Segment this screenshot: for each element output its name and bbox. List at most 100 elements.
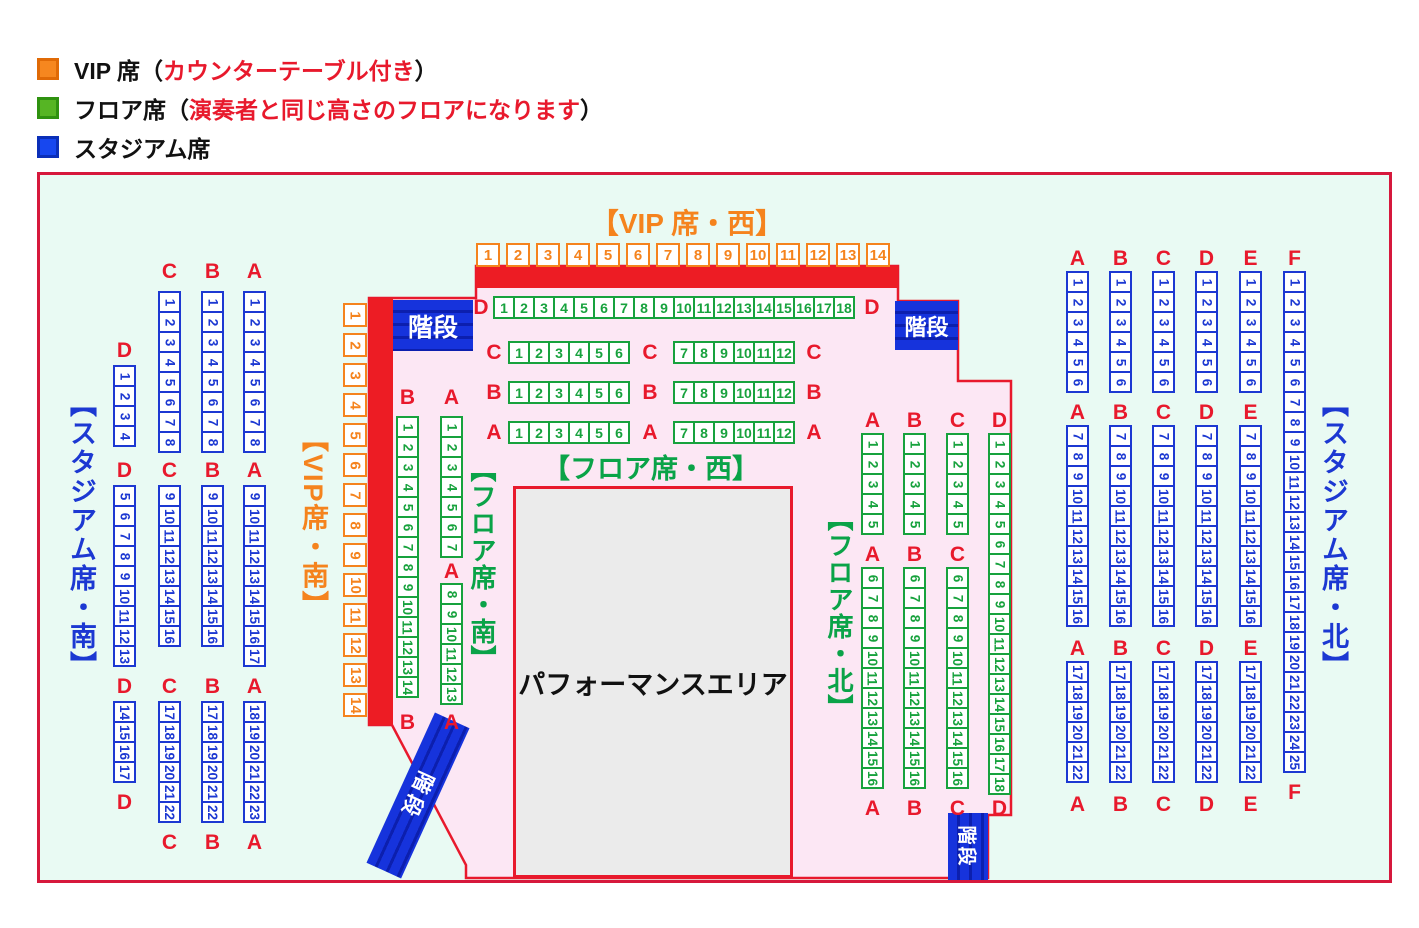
stadium-north-F-1-25-seat-21: 21 — [1283, 671, 1306, 693]
stadium-south-A-label-0: A — [246, 260, 263, 283]
floor-north-D-1-18-seat-2: 2 — [988, 453, 1011, 475]
legend-item-floor-text: フロア席（演奏者と同じ高さのフロアになります） — [74, 97, 603, 123]
floor-west-D-seat-1: 1 — [493, 296, 515, 319]
floor-west-B-label-right: B — [806, 381, 822, 404]
vip-west-row-seat-8: 8 — [686, 243, 710, 267]
floor-north-B-6-16-seat-16: 16 — [903, 767, 926, 789]
stadium-south-A-18-23-seat-22: 22 — [243, 781, 266, 803]
floor-north-B-6-16-seat-12: 12 — [903, 687, 926, 709]
floor-north-C-label-2: C — [949, 797, 966, 820]
stadium-south-A-9-17-seat-10: 10 — [243, 505, 266, 527]
floor-north-A-6-16-seat-13: 13 — [861, 707, 884, 729]
legend-item-stadium-text: スタジアム席 — [74, 136, 211, 162]
floor-west-D-seat-4: 4 — [553, 296, 575, 319]
vip-west-row-seat-3: 3 — [536, 243, 560, 267]
stadium-south-B-label-1: B — [204, 459, 221, 482]
floor-north-D-1-18-seat-16: 16 — [988, 733, 1011, 755]
floor-swatch-icon — [37, 97, 59, 119]
stadium-north-B-7-16-seat-14: 14 — [1109, 565, 1132, 587]
vip-south-column-seat-5: 5 — [343, 423, 367, 447]
legend-item-vip: VIP 席（カウンターテーブル付き） — [37, 56, 603, 84]
stadium-north-A-7-16-seat-12: 12 — [1066, 525, 1089, 547]
stadium-south-C-label-1: C — [161, 459, 178, 482]
stadium-south-D-label-3: D — [116, 791, 133, 814]
floor-north-A-label-1: A — [864, 543, 881, 566]
vip-west-row-seat-4: 4 — [566, 243, 590, 267]
stadium-south-B-9-16-seat-14: 14 — [201, 585, 224, 607]
stadium-north-E-1-6-seat-5: 5 — [1239, 351, 1262, 373]
floor-north-A-6-16-seat-14: 14 — [861, 727, 884, 749]
floor-west-D-seat-9: 9 — [653, 296, 675, 319]
floor-west-B-g2-seat-11: 11 — [753, 381, 775, 404]
stadium-north-B-label-0: B — [1112, 247, 1129, 270]
stadium-north-B-17-22-seat-20: 20 — [1109, 721, 1132, 743]
stadium-north-E-1-6-seat-3: 3 — [1239, 311, 1262, 333]
floor-north-C-1-5-seat-5: 5 — [946, 513, 969, 535]
stadium-north-A-1-6-seat-6: 6 — [1066, 371, 1089, 393]
floor-west-A-g2-seat-12: 12 — [773, 421, 795, 444]
title-stadium-south: 【スタジアム席・南】 — [66, 390, 96, 680]
stadium-south-D-14-17-seat-15: 15 — [113, 721, 136, 743]
stadium-north-C-17-22-seat-22: 22 — [1152, 761, 1175, 783]
floor-west-A-label-right: A — [806, 421, 822, 444]
stadium-north-D-1-6-seat-6: 6 — [1195, 371, 1218, 393]
stadium-south-A-1-8-seat-7: 7 — [243, 411, 266, 433]
stadium-south-C-1-8-seat-4: 4 — [158, 351, 181, 373]
stadium-south-A-1-8-seat-2: 2 — [243, 311, 266, 333]
floor-west-B-g1-seat-1: 1 — [508, 381, 530, 404]
floor-north-B-6-16-seat-11: 11 — [903, 667, 926, 689]
stadium-north-F-1-25-seat-2: 2 — [1283, 291, 1306, 313]
stadium-north-B-1-6-seat-1: 1 — [1109, 271, 1132, 293]
floor-north-A-1-5-seat-1: 1 — [861, 433, 884, 455]
floor-south-B-1-14-seat-4: 4 — [396, 476, 419, 498]
floor-west-D-seat-15: 15 — [773, 296, 795, 319]
stadium-south-A-9-17-seat-16: 16 — [243, 625, 266, 647]
stadium-north-E-label-3: E — [1243, 793, 1258, 816]
vip-west-row-seat-13: 13 — [836, 243, 860, 267]
stadium-south-C-1-8-seat-5: 5 — [158, 371, 181, 393]
stadium-north-D-17-22-seat-17: 17 — [1195, 661, 1218, 683]
vip-west-row-seat-6: 6 — [626, 243, 650, 267]
floor-west-B-g2-seat-9: 9 — [713, 381, 735, 404]
floor-south-A-1-7-seat-3: 3 — [440, 456, 463, 478]
stadium-south-A-9-17-seat-12: 12 — [243, 545, 266, 567]
floor-north-C-6-16-seat-6: 6 — [946, 567, 969, 589]
stadium-north-A-label-1: A — [1069, 401, 1086, 424]
stadium-north-E-7-16-seat-10: 10 — [1239, 485, 1262, 507]
stadium-north-D-1-6-seat-1: 1 — [1195, 271, 1218, 293]
stadium-south-B-1-8-seat-5: 5 — [201, 371, 224, 393]
floor-north-D-1-18-seat-15: 15 — [988, 713, 1011, 735]
stadium-south-B-17-22-seat-21: 21 — [201, 781, 224, 803]
floor-north-D-label-0: D — [991, 409, 1008, 432]
stadium-south-A-18-23-seat-21: 21 — [243, 761, 266, 783]
stadium-south-A-18-23-seat-23: 23 — [243, 801, 266, 823]
stadium-south-C-1-8-seat-1: 1 — [158, 291, 181, 313]
stadium-north-F-1-25-seat-14: 14 — [1283, 531, 1306, 553]
title-stadium-north: 【スタジアム席・北】 — [1318, 390, 1348, 680]
stadium-north-D-17-22-seat-19: 19 — [1195, 701, 1218, 723]
vip-south-column-seat-6: 6 — [343, 453, 367, 477]
stadium-south-D-5-13-seat-9: 9 — [113, 565, 136, 587]
floor-west-B-g2-seat-10: 10 — [733, 381, 755, 404]
stadium-north-C-7-16-seat-7: 7 — [1152, 425, 1175, 447]
floor-north-D-1-18-seat-13: 13 — [988, 673, 1011, 695]
stadium-north-F-1-25-seat-1: 1 — [1283, 271, 1306, 293]
floor-west-C-g2-seat-9: 9 — [713, 341, 735, 364]
stadium-north-E-7-16-seat-12: 12 — [1239, 525, 1262, 547]
stadium-north-D-7-16-seat-8: 8 — [1195, 445, 1218, 467]
floor-south-A-1-7-seat-7: 7 — [440, 536, 463, 558]
floor-west-C-g1-seat-6: 6 — [608, 341, 630, 364]
stadium-south-B-17-22-seat-19: 19 — [201, 741, 224, 763]
vip-west-row-seat-11: 11 — [776, 243, 800, 267]
stadium-south-A-9-17-seat-17: 17 — [243, 645, 266, 667]
floor-north-C-6-16-seat-7: 7 — [946, 587, 969, 609]
